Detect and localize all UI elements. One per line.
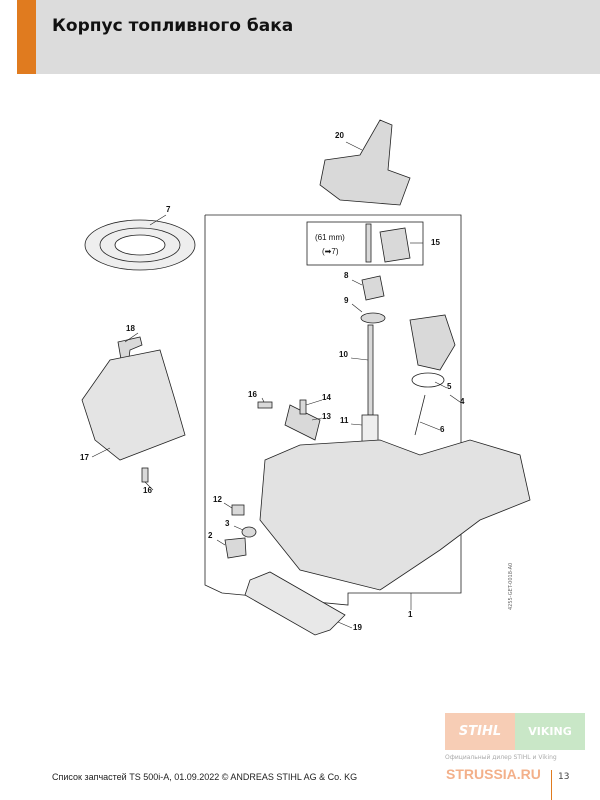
- callout-17: 17: [80, 453, 89, 462]
- callout-20: 20: [335, 131, 344, 140]
- callout-7: 7: [166, 205, 171, 214]
- part-2: [224, 537, 247, 559]
- part-16-screw: [257, 401, 273, 409]
- part-11: [361, 414, 379, 444]
- part-19: [244, 571, 346, 636]
- part-15-tube: [365, 223, 372, 263]
- callout-14: 14: [322, 393, 331, 402]
- part-7-ring: [99, 227, 181, 263]
- part-7-hole: [114, 234, 166, 256]
- part-3: [241, 526, 257, 538]
- part-10: [367, 324, 374, 416]
- part-8: [361, 275, 385, 301]
- header-accent: [17, 0, 36, 74]
- part-1-tank-housing: [259, 439, 531, 591]
- callout-13: 13: [322, 412, 331, 421]
- note-length: (61 mm): [315, 233, 345, 242]
- page-title: Корпус топливного бака: [52, 16, 294, 36]
- part-14: [299, 399, 307, 415]
- page-divider: [551, 770, 552, 800]
- dealer-watermark: STIHL VIKING: [445, 713, 585, 750]
- header-bar: [17, 0, 600, 74]
- drawing-code: 4255-GET-0018-A0: [508, 562, 514, 610]
- assembly-frame: [204, 214, 462, 606]
- callout-5: 5: [447, 382, 452, 391]
- callout-3: 3: [225, 519, 230, 528]
- dealer-site: STRUSSIA.RU: [446, 766, 541, 782]
- callout-15: 15: [431, 238, 440, 247]
- part-5: [411, 372, 445, 388]
- part-12: [231, 504, 245, 516]
- callout-19: 19: [353, 623, 362, 632]
- leader-lines: [91, 141, 461, 629]
- callout-11: 11: [340, 416, 349, 425]
- callout-4: 4: [460, 397, 465, 406]
- part-16b-screw: [141, 467, 149, 483]
- note-ref: (➡7): [322, 247, 339, 256]
- part-15-connector: [379, 227, 411, 263]
- dealer-text: Официальный дилер STIHL и Viking: [445, 754, 557, 761]
- callout-18: 18: [126, 324, 135, 333]
- part-17: [81, 349, 186, 461]
- viking-logo: VIKING: [515, 713, 585, 750]
- callout-6: 6: [440, 425, 445, 434]
- stihl-logo: STIHL: [445, 713, 515, 750]
- part-13: [284, 404, 321, 441]
- callout-8: 8: [344, 271, 349, 280]
- callout-16b: 16: [143, 486, 152, 495]
- part-9: [360, 312, 386, 324]
- callout-10: 10: [339, 350, 348, 359]
- callout-2: 2: [208, 531, 213, 540]
- callout-9: 9: [344, 296, 349, 305]
- part-6: [414, 394, 426, 436]
- kit-box-15: [306, 221, 424, 266]
- page-number: 13: [558, 772, 570, 782]
- footer-text: Список запчастей TS 500i-A, 01.09.2022 ©…: [52, 772, 358, 782]
- part-20: [319, 119, 411, 206]
- callout-1: 1: [408, 610, 413, 619]
- callout-16: 16: [248, 390, 257, 399]
- callout-12: 12: [213, 495, 222, 504]
- part-4: [409, 314, 456, 371]
